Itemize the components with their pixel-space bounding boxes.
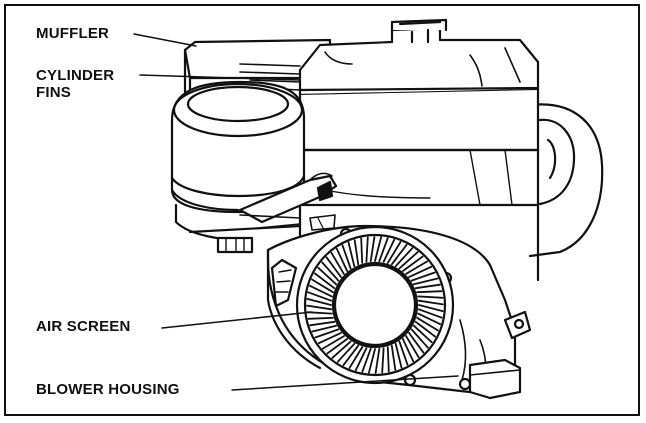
fuel-tank	[300, 20, 538, 150]
bolt	[218, 238, 252, 252]
air-screen-fin	[388, 347, 389, 372]
air-screen-label: AIR SCREEN	[36, 318, 131, 335]
air-screen-fin	[361, 238, 362, 263]
air-screen-fin	[308, 318, 333, 319]
air-screen-fin	[417, 291, 442, 292]
muffler-label: MUFFLER	[36, 25, 109, 42]
crankcase-outline	[530, 104, 602, 256]
cylinder-fins-label-line2: FINS	[36, 84, 114, 101]
blower-housing-label: BLOWER HOUSING	[36, 381, 180, 398]
air-cleaner	[172, 82, 304, 240]
cylinder-fins-label-line1: CYLINDER	[36, 67, 114, 84]
cylinder-fins-label: CYLINDER FINS	[36, 67, 114, 101]
air-screen	[297, 227, 453, 383]
